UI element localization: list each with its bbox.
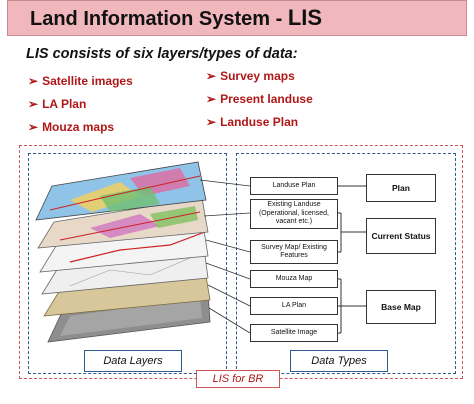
layer-box-mouza-map: Mouza Map [250, 270, 338, 288]
mouza-map-lines [69, 257, 191, 287]
data-layers-frame [28, 153, 227, 374]
category-box-base-map: Base Map [366, 290, 436, 324]
category-box-current-status: Current Status [366, 218, 436, 254]
arrow-bullet-icon: ➢ [206, 69, 217, 83]
layer-box-landuse-plan: Landuse Plan [250, 177, 338, 195]
survey-map-red-road [69, 231, 206, 263]
intro-text: LIS consists of six layers/types of data… [26, 46, 298, 62]
layer-box-existing-landuse: Existing Landuse (Operational, licensed,… [250, 199, 338, 229]
bullet-item: ➢Landuse Plan [206, 115, 313, 138]
connector-line [199, 179, 251, 187]
bullet-text: Mouza maps [42, 120, 115, 134]
data-types-label: Data Types [290, 350, 388, 372]
title-bar: Land Information System - LIS [7, 0, 467, 36]
layer-box-satellite-image: Satellite Image [250, 324, 338, 342]
bullet-text: Present landuse [220, 92, 313, 106]
layer-box-survey-map: Survey Map/ Existing Features [250, 240, 338, 264]
category-box-plan: Plan [366, 174, 436, 202]
arrow-bullet-icon: ➢ [28, 97, 39, 111]
arrow-bullet-icon: ➢ [28, 74, 39, 88]
bullet-item: ➢Mouza maps [28, 120, 133, 143]
title-acronym: LIS [287, 5, 323, 30]
data-types-frame [236, 153, 456, 374]
connector-line [207, 284, 251, 307]
arrow-bullet-icon: ➢ [206, 115, 217, 129]
bullet-item: ➢Satellite images [28, 74, 133, 97]
landuse-plan-road [49, 175, 201, 211]
connector-line [208, 307, 251, 334]
layer-box-la-plan: LA Plan [250, 297, 338, 315]
bullet-list-right: ➢Survey maps ➢Present landuse ➢Landuse P… [206, 69, 313, 138]
arrow-bullet-icon: ➢ [28, 120, 39, 134]
connector-line [205, 262, 251, 280]
page-title: Land Information System - LIS [30, 5, 322, 31]
bullet-text: LA Plan [42, 97, 87, 111]
bullet-text: Landuse Plan [220, 115, 299, 129]
bullet-item: ➢LA Plan [28, 97, 133, 120]
arrow-bullet-icon: ➢ [206, 92, 217, 106]
bullet-list-left: ➢Satellite images ➢LA Plan ➢Mouza maps [28, 74, 133, 143]
landuse-plan-patch [100, 186, 160, 212]
bullet-item: ➢Survey maps [206, 69, 313, 92]
connector-line [203, 212, 251, 217]
title-prefix: Land Information System - [30, 8, 288, 30]
layer-satellite-texture [60, 298, 202, 336]
existing-landuse-patch [90, 214, 160, 238]
bullet-text: Satellite images [42, 74, 133, 88]
bullet-text: Survey maps [220, 69, 295, 83]
existing-landuse-road [59, 211, 201, 241]
lis-for-br-label: LIS for BR [196, 370, 280, 388]
connector-line [205, 239, 251, 253]
bullet-item: ➢Present landuse [206, 92, 313, 115]
data-layers-label: Data Layers [84, 350, 182, 372]
